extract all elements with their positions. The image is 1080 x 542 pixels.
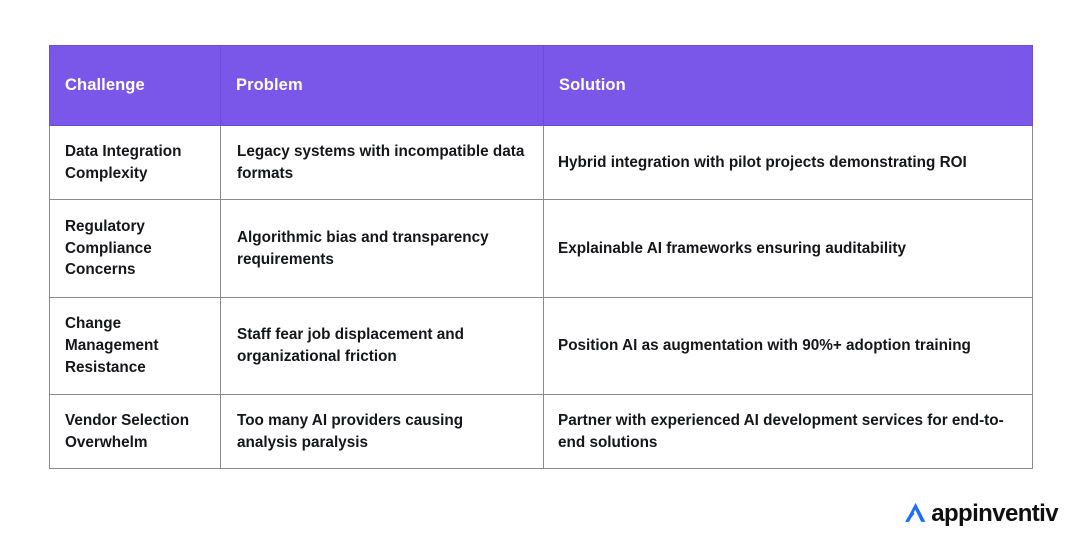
appinventiv-wordmark: appinventiv xyxy=(931,500,1058,527)
cell-solution: Hybrid integration with pilot projects d… xyxy=(543,125,1033,200)
column-header-challenge: Challenge xyxy=(49,45,221,126)
cell-problem: Staff fear job displacement and organiza… xyxy=(220,297,544,395)
cell-problem: Legacy systems with incompatible data fo… xyxy=(220,125,544,200)
challenge-problem-solution-table: Challenge Problem Solution Data Integrat… xyxy=(49,45,1033,469)
appinventiv-logo: appinventiv xyxy=(900,496,1059,530)
table-header-row: Challenge Problem Solution xyxy=(49,45,1033,126)
cell-problem: Too many AI providers causing analysis p… xyxy=(220,394,544,469)
cell-challenge: Regulatory Compliance Concerns xyxy=(49,199,221,298)
column-header-solution: Solution xyxy=(543,45,1033,126)
table-row: Data Integration Complexity Legacy syste… xyxy=(49,125,1033,200)
table-header: Challenge Problem Solution xyxy=(49,45,1033,126)
cell-solution: Position AI as augmentation with 90%+ ad… xyxy=(543,297,1033,395)
comparison-table-container: Challenge Problem Solution Data Integrat… xyxy=(49,45,1033,469)
cell-challenge: Data Integration Complexity xyxy=(49,125,221,200)
cell-solution: Partner with experienced AI development … xyxy=(543,394,1033,469)
appinventiv-mark-icon xyxy=(905,502,926,522)
table-row: Regulatory Compliance Concerns Algorithm… xyxy=(49,199,1033,298)
table-body: Data Integration Complexity Legacy syste… xyxy=(49,125,1033,469)
cell-challenge: Vendor Selection Overwhelm xyxy=(49,394,221,469)
table-row: Change Management Resistance Staff fear … xyxy=(49,297,1033,395)
cell-problem: Algorithmic bias and transparency requir… xyxy=(220,199,544,298)
column-header-problem: Problem xyxy=(220,45,544,126)
cell-challenge: Change Management Resistance xyxy=(49,297,221,395)
table-row: Vendor Selection Overwhelm Too many AI p… xyxy=(49,394,1033,469)
cell-solution: Explainable AI frameworks ensuring audit… xyxy=(543,199,1033,298)
